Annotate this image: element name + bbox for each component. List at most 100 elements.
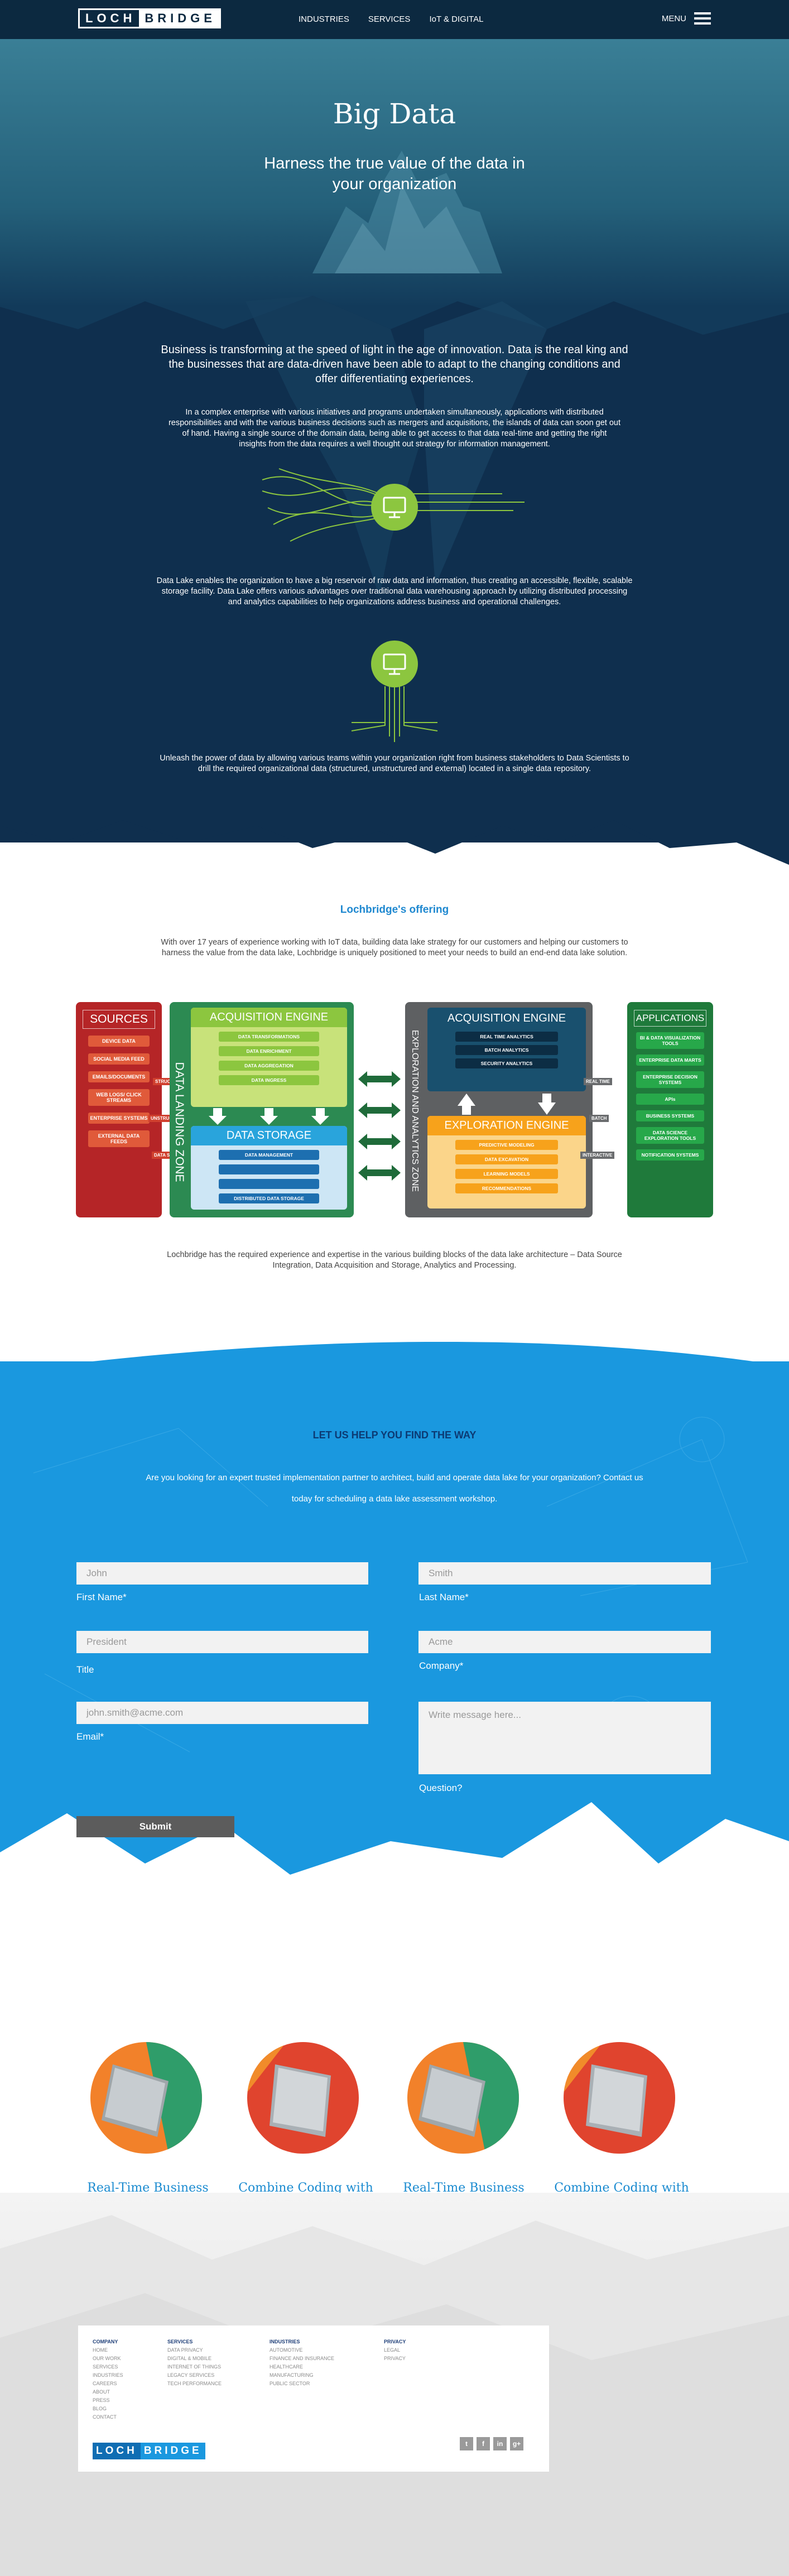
footer-link[interactable]: CONTACT (93, 2414, 117, 2420)
footer-link[interactable]: DATA PRIVACY (167, 2347, 203, 2353)
exploration-zone-label: EXPLORATION AND ANALYTICS ZONE (410, 1029, 420, 1192)
exploration-engine-title: EXPLORATION ENGINE (427, 1116, 586, 1135)
lochbridge-logo[interactable]: LOCH BRIDGE (78, 8, 221, 28)
nav-link-industries[interactable]: INDUSTRIES (299, 15, 349, 24)
offering-text: With over 17 years of experience working… (161, 938, 628, 957)
applications-title: APPLICATIONS (634, 1010, 706, 1027)
footer-link[interactable]: OUR WORK (93, 2356, 121, 2361)
storage-item (219, 1164, 319, 1174)
flow-label-real-time: REAL TIME (584, 1078, 612, 1085)
hero-paragraph-2: Data Lake enables the organization to ha… (156, 576, 633, 606)
contact-text: Are you looking for an expert trusted im… (146, 1473, 643, 1504)
hamburger-icon (694, 12, 711, 25)
applications-panel: APPLICATIONS BI & DATA VISUALIZATION TOO… (627, 1002, 713, 1217)
footer-link[interactable]: INDUSTRIES (93, 2372, 123, 2378)
source-item: WEB LOGS/ CLICK STREAMS (88, 1089, 150, 1106)
footer-logo-bridge: BRIDGE (140, 2443, 205, 2459)
footer-col-privacy: PRIVACY LEGAL PRIVACY (384, 2339, 406, 2363)
data-landing-zone: DATA LANDING ZONE ACQUISITION ENGINE DAT… (170, 1002, 354, 1217)
monitor-icon (371, 484, 418, 531)
footer-link[interactable]: PRESS (93, 2397, 110, 2403)
question-label: Question? (419, 1783, 463, 1793)
googleplus-icon[interactable]: g+ (510, 2437, 523, 2450)
menu-button[interactable]: MENU (662, 12, 711, 25)
acq-item: DATA TRANSFORMATIONS (219, 1032, 319, 1042)
footer-link[interactable]: PUBLIC SECTOR (270, 2381, 310, 2386)
contact-section (0, 1361, 789, 1906)
title-input[interactable]: President (76, 1631, 368, 1653)
footer-link[interactable]: LEGAL (384, 2347, 401, 2353)
bidirectional-arrows-icon (358, 1071, 401, 1181)
footer-link[interactable]: INTERNET OF THINGS (167, 2364, 222, 2370)
footer-link[interactable]: AUTOMOTIVE (270, 2347, 303, 2353)
footer-link[interactable]: FINANCE AND INSURANCE (270, 2356, 335, 2361)
application-item: BUSINESS SYSTEMS (636, 1110, 704, 1121)
footer-link[interactable]: MANUFACTURING (270, 2372, 314, 2378)
last-name-input[interactable]: Smith (418, 1562, 711, 1585)
footer-link[interactable]: TECH PERFORMANCE (167, 2381, 222, 2386)
exploration-item: RECOMMENDATIONS (455, 1183, 558, 1193)
linkedin-icon[interactable]: in (493, 2437, 507, 2450)
ebook-cover-image[interactable] (564, 2042, 675, 2154)
logo-text-loch: LOCH (85, 11, 136, 25)
storage-item (219, 1179, 319, 1189)
footer-logo[interactable]: LOCH BRIDGE (93, 2443, 205, 2459)
ebook-cover-image[interactable] (407, 2042, 519, 2154)
source-item: EMAILS/DOCUMENTS (88, 1071, 150, 1082)
first-name-label: First Name* (76, 1592, 127, 1602)
nav-link-iot-digital[interactable]: IoT & DIGITAL (429, 15, 484, 24)
message-textarea[interactable]: Write message here... (418, 1702, 711, 1774)
iceberg-graphic (0, 151, 789, 842)
footer-col-services: SERVICES DATA PRIVACY DIGITAL & MOBILE I… (167, 2339, 222, 2388)
footer-heading: PRIVACY (384, 2339, 406, 2344)
hero-paragraph-1: In a complex enterprise with various ini… (168, 408, 621, 449)
footer-link[interactable]: CAREERS (93, 2381, 117, 2386)
ebook-cover-image[interactable] (90, 2042, 202, 2154)
footer-link[interactable]: ABOUT (93, 2389, 110, 2395)
nav-links: INDUSTRIES SERVICES IoT & DIGITAL (299, 0, 502, 39)
hero-lead-text: Business is transforming at the speed of… (161, 344, 628, 385)
footer-link[interactable]: HOME (93, 2347, 108, 2353)
contact-title: LET US HELP YOU FIND THE WAY (312, 1429, 477, 1441)
email-input[interactable]: john.smith@acme.com (76, 1702, 368, 1724)
acq-item: DATA ENRICHMENT (219, 1046, 319, 1056)
architecture-diagram: SOURCES DEVICE DATA SOCIAL MEDIA FEED EM… (76, 1002, 713, 1217)
menu-label: MENU (661, 13, 686, 23)
footer-heading: SERVICES (167, 2339, 193, 2344)
nav-link-services[interactable]: SERVICES (368, 15, 411, 24)
sources-panel: SOURCES DEVICE DATA SOCIAL MEDIA FEED EM… (76, 1002, 162, 1217)
roots-graphic (351, 686, 438, 742)
sources-title: SOURCES (83, 1010, 155, 1029)
ebook-cover-image[interactable] (247, 2042, 359, 2154)
footer-col-company: COMPANY HOME OUR WORK SERVICES INDUSTRIE… (93, 2339, 123, 2421)
footer-link[interactable]: DIGITAL & MOBILE (167, 2356, 212, 2361)
acq-item: DATA AGGREGATION (219, 1061, 319, 1071)
flow-label-interactive: INTERACTIVE (580, 1152, 615, 1159)
landing-zone-label: DATA LANDING ZONE (173, 1062, 186, 1182)
hero-bottom-edge (0, 809, 789, 865)
footer-link[interactable]: SERVICES (93, 2364, 118, 2370)
data-storage-title: DATA STORAGE (191, 1126, 347, 1145)
footer-link[interactable]: HEALTHCARE (270, 2364, 303, 2370)
application-item: ENTERPRISE DECISION SYSTEMS (636, 1071, 704, 1088)
last-name-label: Last Name* (419, 1592, 469, 1602)
twitter-icon[interactable]: t (460, 2437, 473, 2450)
facebook-icon[interactable]: f (477, 2437, 490, 2450)
footer-link[interactable]: LEGACY SERVICES (167, 2372, 215, 2378)
exploration-item: DATA EXCAVATION (455, 1154, 558, 1164)
flow-label-batch: BATCH (589, 1115, 609, 1122)
company-input[interactable]: Acme (418, 1631, 711, 1653)
analytics-acquisition-engine-box: ACQUISITION ENGINE REAL TIME ANALYTICS B… (427, 1008, 586, 1091)
analytics-engine-title: ACQUISITION ENGINE (447, 1012, 566, 1024)
architecture-caption: Lochbridge has the required experience a… (167, 1250, 622, 1270)
data-storage-box: DATA STORAGE DATA MANAGEMENT DISTRIBUTED… (191, 1126, 347, 1210)
footer-link[interactable]: BLOG (93, 2406, 107, 2411)
exploration-item: LEARNING MODELS (455, 1169, 558, 1179)
footer-link[interactable]: PRIVACY (384, 2356, 406, 2361)
company-label: Company* (419, 1660, 464, 1671)
first-name-input[interactable]: John (76, 1562, 368, 1585)
submit-button[interactable]: Submit (76, 1816, 234, 1837)
application-item: ENTERPRISE DATA MARTS (636, 1055, 704, 1066)
email-label: Email* (76, 1731, 104, 1742)
source-item: ENTERPRISE SYSTEMS (88, 1113, 150, 1124)
